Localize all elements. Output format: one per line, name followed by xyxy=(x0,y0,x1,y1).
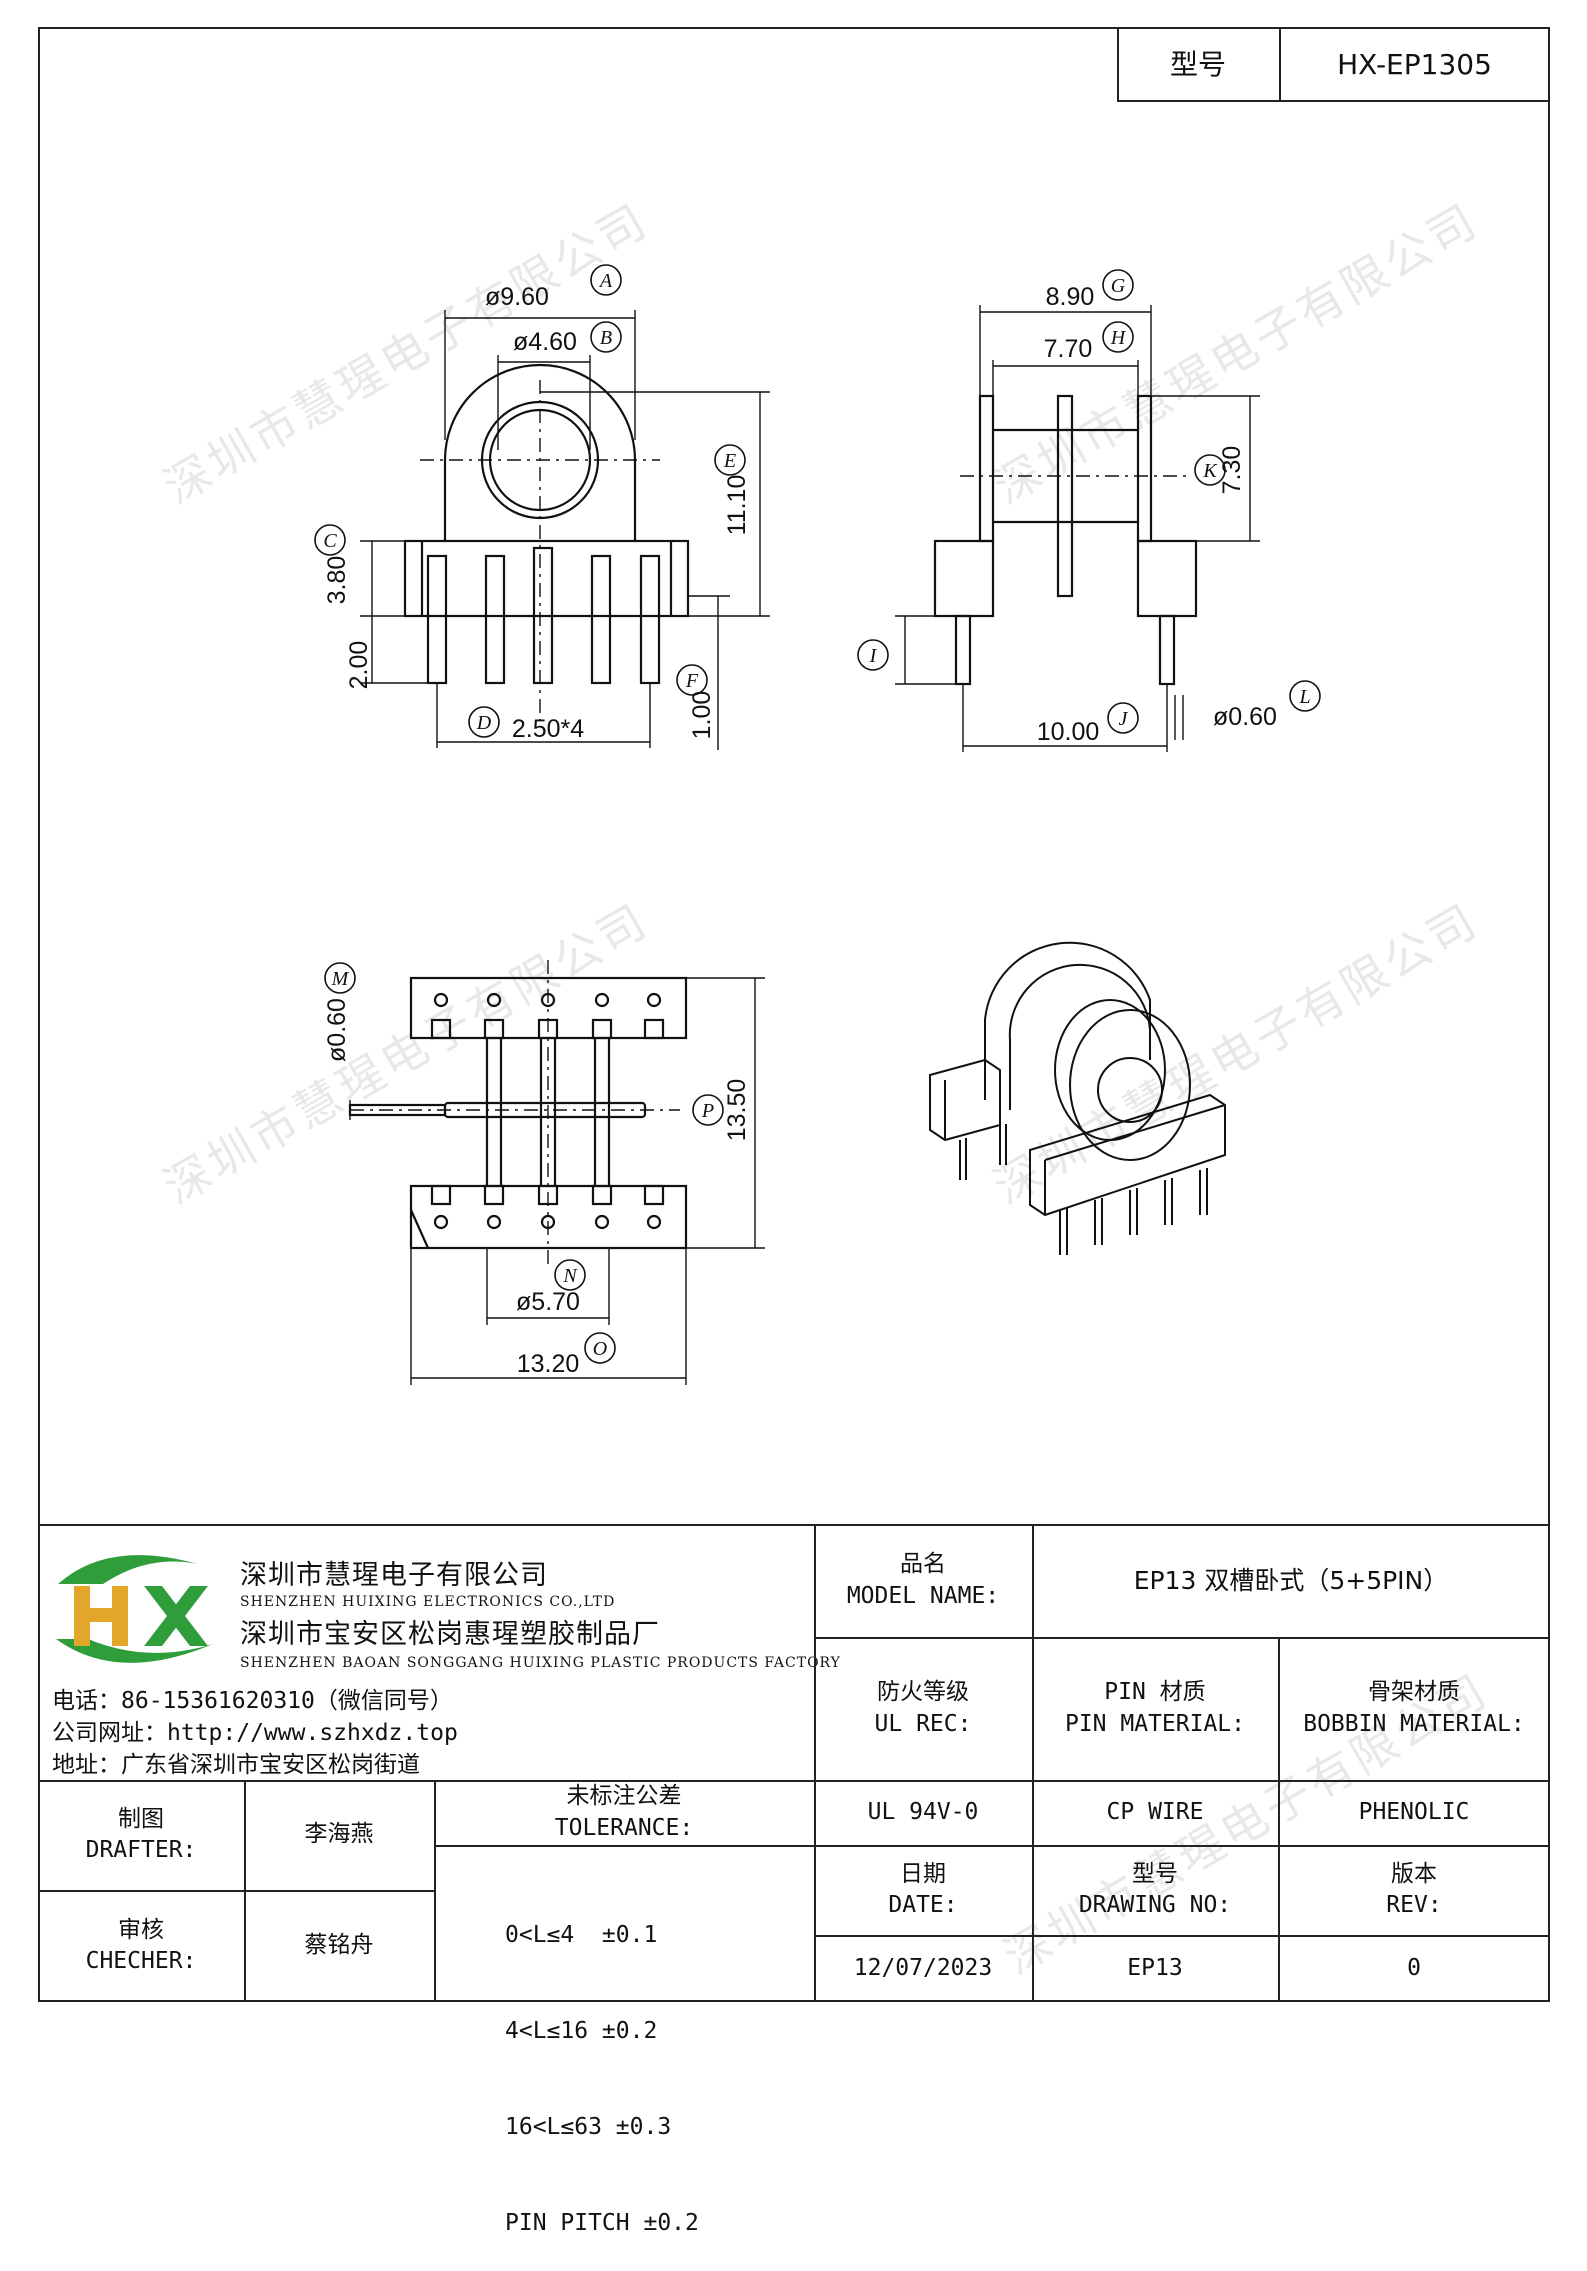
dim-n-label: ø5.70 xyxy=(516,1288,580,1316)
dim-pin-length-label: 2.00 xyxy=(345,641,373,690)
drafter-label: 制图 DRAFTER: xyxy=(85,1805,197,1863)
dim-g-label: 8.90 xyxy=(1046,283,1095,311)
circle-letter-g: G xyxy=(1111,275,1126,297)
company-name-cn: 深圳市慧瑆电子有限公司 xyxy=(240,1560,548,1591)
checker-label: 审核 CHECHER: xyxy=(85,1916,197,1974)
drawing-no-label: 型号 DRAWING NO: xyxy=(1078,1860,1232,1918)
pin-material-label: PIN 材质 PIN MATERIAL: xyxy=(1064,1679,1245,1737)
header-model-label: 型号 xyxy=(1169,47,1226,81)
circle-letter-d: D xyxy=(476,712,492,734)
circle-letter-f: F xyxy=(685,670,699,692)
tolerance-item: 0<L≤4 ±0.1 xyxy=(505,1922,658,1948)
bottom-view xyxy=(348,960,765,1385)
date-label: 日期 DATE: xyxy=(888,1860,958,1918)
dim-f-label: 1.00 xyxy=(688,691,716,740)
pin-material-value: CP WIRE xyxy=(1106,1798,1204,1825)
bobbin-material-value: PHENOLIC xyxy=(1358,1798,1470,1825)
company-website[interactable]: 公司网址：http://www.szhxdz.top xyxy=(52,1720,458,1746)
tolerance-item: PIN PITCH ±0.2 xyxy=(505,2210,699,2236)
technical-drawing: ø9.60 ø4.60 11.10 3.80 2.00 1.00 2.50*4 … xyxy=(314,264,1321,1385)
circle-letter-n: N xyxy=(562,1265,578,1287)
date-value: 12/07/2023 xyxy=(853,1954,993,1981)
dim-h-label: 7.70 xyxy=(1044,335,1093,363)
dim-l-label: ø0.60 xyxy=(1213,703,1277,731)
dim-k-label: 7.30 xyxy=(1218,446,1246,495)
dim-j-label: 10.00 xyxy=(1037,718,1100,746)
circle-letter-j: J xyxy=(1119,708,1129,730)
factory-name-cn: 深圳市宝安区松岗惠瑆塑胶制品厂 xyxy=(240,1619,660,1650)
dim-d-label: 2.50*4 xyxy=(512,715,584,743)
model-name-label: 品名 MODEL NAME: xyxy=(846,1551,1000,1609)
circle-letter-e: E xyxy=(723,450,736,472)
isometric-view xyxy=(929,941,1226,1255)
front-view xyxy=(360,310,770,750)
side-view xyxy=(895,305,1260,752)
circle-letter-i: I xyxy=(869,645,878,667)
dim-c-label: 3.80 xyxy=(323,556,351,605)
tolerance-list: 0<L≤4 ±0.1 4<L≤16 ±0.2 16<L≤63 ±0.3 PIN … xyxy=(505,1855,699,2271)
bobbin-material-label: 骨架材质 BOBBIN MATERIAL: xyxy=(1303,1679,1525,1737)
company-address: 地址：广东省深圳市宝安区松岗街道 xyxy=(52,1752,420,1778)
circle-letter-o: O xyxy=(593,1338,607,1360)
rev-label: 版本 REV: xyxy=(1386,1860,1442,1918)
checker-value: 蔡铭舟 xyxy=(304,1932,374,1959)
circle-letter-l: L xyxy=(1298,686,1310,708)
dim-p-label: 13.50 xyxy=(723,1079,751,1142)
drawing-no-value: EP13 xyxy=(1127,1954,1183,1981)
tolerance-item: 4<L≤16 ±0.2 xyxy=(505,2018,658,2044)
model-name-value: EP13 双槽卧式（5+5PIN） xyxy=(1133,1565,1449,1595)
company-phone: 电话：86-15361620310（微信同号） xyxy=(52,1688,453,1714)
tolerance-label: 未标注公差 TOLERANCE: xyxy=(554,1783,694,1841)
ul-rec-label: 防火等级 UL REC: xyxy=(874,1679,972,1737)
header-model-box xyxy=(1117,27,1550,102)
ul-rec-value: UL 94V-0 xyxy=(867,1798,979,1825)
header-model-value: HX-EP1305 xyxy=(1337,47,1492,81)
circle-letter-k: K xyxy=(1202,460,1218,482)
circle-letter-p: P xyxy=(701,1100,714,1122)
dim-o-label: 13.20 xyxy=(517,1350,580,1378)
rev-value: 0 xyxy=(1407,1954,1421,1981)
dim-m-label: ø0.60 xyxy=(323,998,351,1062)
circle-letter-h: H xyxy=(1110,327,1127,349)
factory-name-en: SHENZHEN BAOAN SONGGANG HUIXING PLASTIC … xyxy=(240,1655,841,1671)
dim-e-label: 11.10 xyxy=(723,475,751,536)
circle-letter-b: B xyxy=(600,327,612,349)
circle-letter-c: C xyxy=(323,530,337,552)
circle-letter-m: M xyxy=(331,968,350,990)
dim-a-label: ø9.60 xyxy=(485,283,549,311)
dim-b-label: ø4.60 xyxy=(513,328,577,356)
company-name-en: SHENZHEN HUIXING ELECTRONICS CO.,LTD xyxy=(240,1594,616,1610)
tolerance-item: 16<L≤63 ±0.3 xyxy=(505,2114,672,2140)
company-logo xyxy=(56,1555,213,1663)
drawing-frame xyxy=(38,27,1550,2002)
circle-letter-a: A xyxy=(598,270,613,292)
drafter-value: 李海燕 xyxy=(304,1821,374,1848)
